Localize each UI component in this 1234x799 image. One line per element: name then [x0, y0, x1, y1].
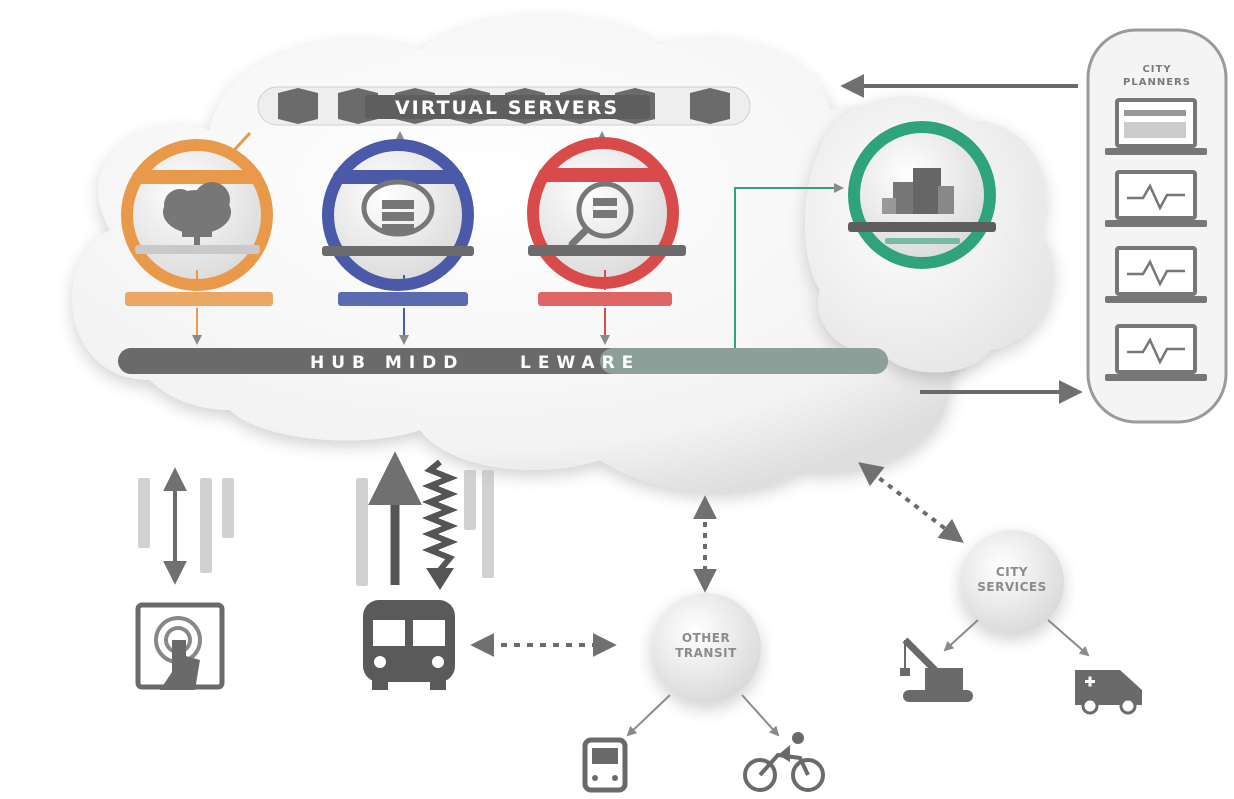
- virtual-servers-label: VIRTUAL SERVERS: [395, 97, 619, 119]
- red-component: [527, 137, 686, 345]
- magnifier-server-icon: [568, 181, 634, 248]
- touch-screen-link: [138, 467, 234, 585]
- city-planners-label-line1: CITY: [1142, 64, 1171, 75]
- hub-middleware-label-light: LEWARE: [520, 353, 640, 373]
- laptop-pulse-icon: [1105, 246, 1207, 303]
- orange-component: [121, 139, 273, 345]
- cloud-monitor-icon: [163, 182, 231, 246]
- blue-component: [322, 139, 474, 345]
- other-transit-label-line2: TRANSIT: [675, 646, 737, 660]
- train-icon: [582, 737, 628, 793]
- city-planners-panel: CITY PLANNERS: [1086, 28, 1228, 424]
- city-planners-label-line2: PLANNERS: [1123, 77, 1191, 88]
- buildings-icon: [882, 168, 954, 214]
- hub-middleware-bar: HUB MIDD LEWARE: [118, 348, 888, 374]
- bus-icon: [363, 600, 455, 690]
- cyclist-icon: [743, 732, 825, 792]
- cloud-server-icon: [361, 179, 435, 237]
- ambulance-icon: [1075, 670, 1142, 715]
- bus-link: [356, 451, 494, 590]
- other-transit-node: OTHER TRANSIT: [651, 593, 761, 703]
- laptop-icon: [1105, 98, 1207, 155]
- hub-middleware-label: HUB MIDD: [310, 353, 464, 373]
- other-transit-label-line1: OTHER: [682, 631, 730, 645]
- city-services-label-line2: SERVICES: [977, 580, 1046, 594]
- laptop-pulse-icon: [1105, 170, 1207, 227]
- city-services-label-line1: CITY: [996, 565, 1028, 579]
- crane-icon: [900, 637, 973, 702]
- virtual-servers-bar: VIRTUAL SERVERS: [257, 86, 751, 126]
- green-component: [848, 121, 996, 269]
- laptop-pulse-icon: [1105, 324, 1207, 381]
- touch-screen-icon: [135, 602, 225, 690]
- city-services-node: CITY SERVICES: [960, 530, 1064, 634]
